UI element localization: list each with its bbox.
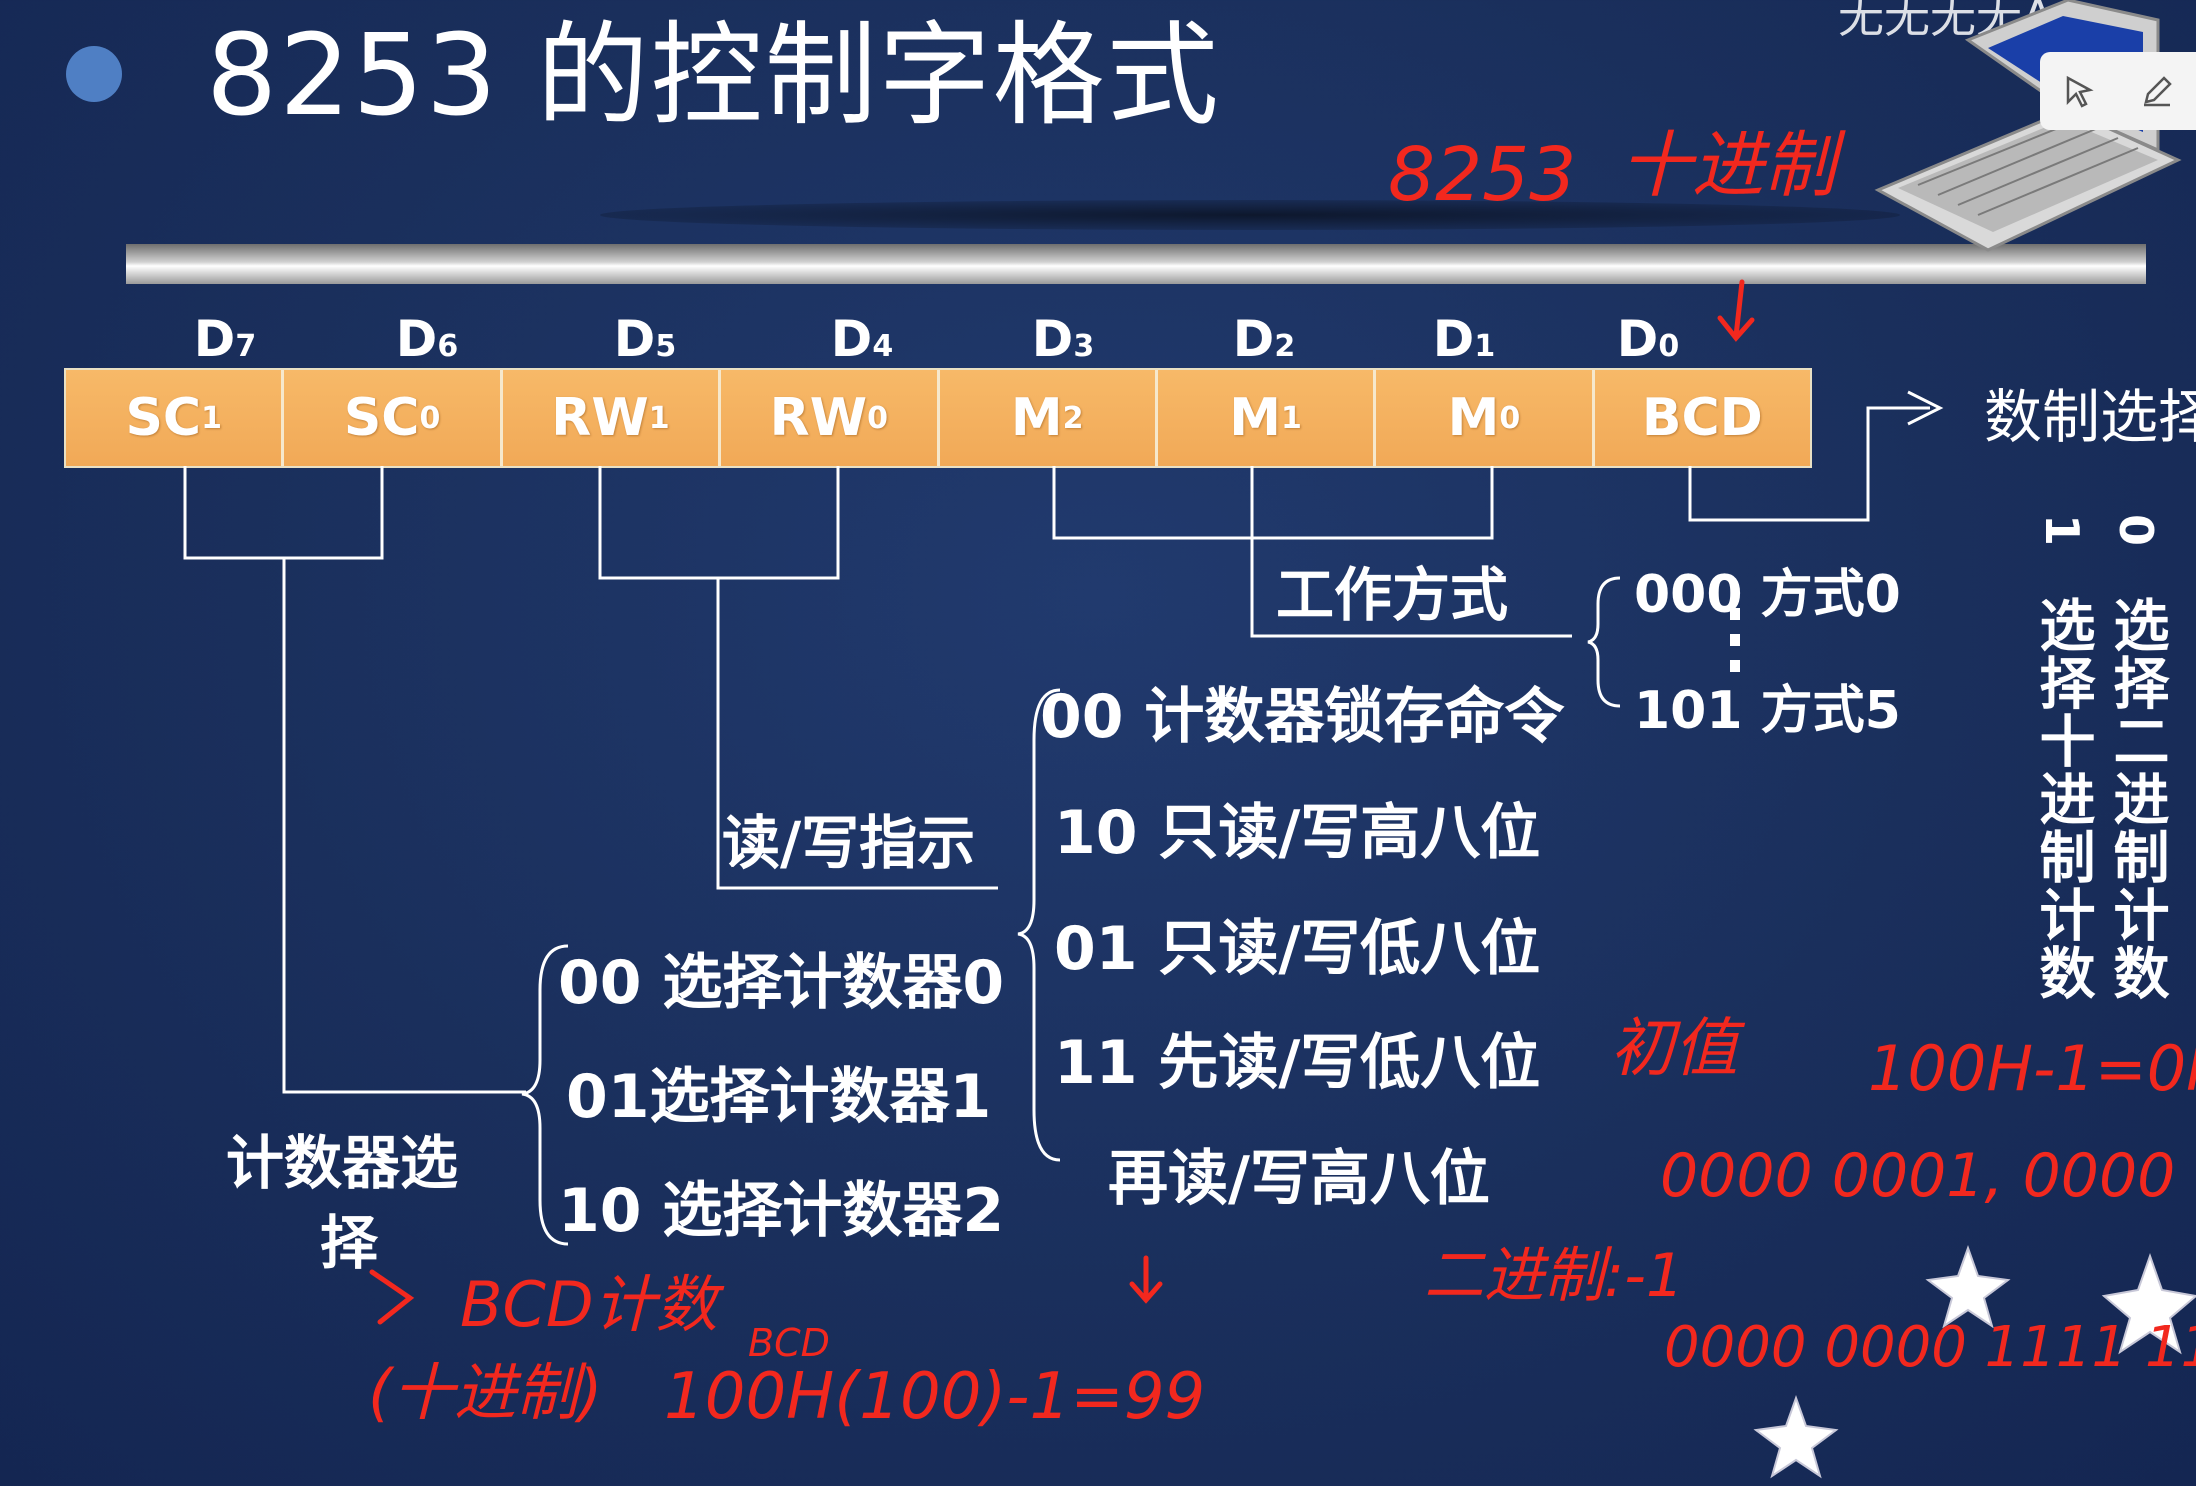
annotation-8253: 8253 xyxy=(1388,132,1576,218)
counter-select-label-line2: 择 xyxy=(320,1209,379,1277)
mode-option-last: 101 方式5 xyxy=(1634,681,1901,741)
bit-label-d5: D5 xyxy=(613,310,677,368)
number-system-label: 数制选择 xyxy=(1984,383,2196,451)
bcd-option-zero-digit: 0 xyxy=(2109,514,2163,549)
register-cell-bcd: BCD xyxy=(1594,370,1810,466)
counter-option-1: 01选择计数器1 xyxy=(566,1062,992,1132)
rw-option-latch: 00 计数器锁存命令 xyxy=(1040,682,1565,752)
divider-shadow xyxy=(600,200,1900,230)
annotation-arrow-down-99 xyxy=(1129,1255,1163,1304)
counter-option-2: 10 选择计数器2 xyxy=(558,1176,1005,1246)
bit-label-d1: D1 xyxy=(1432,310,1496,368)
annotation-bcd-formula: 100H(100)-1=99 xyxy=(664,1360,1205,1434)
rw-option-then-high: 再读/写高八位 xyxy=(1108,1144,1490,1214)
counter-option-0: 00 选择计数器0 xyxy=(558,948,1005,1018)
rw-option-low-then-high: 11 先读/写低八位 xyxy=(1054,1028,1541,1098)
annotation-binary-value-1: 0000 0001, 0000 0000 xyxy=(1660,1141,2196,1211)
bit-label-d0: D0 xyxy=(1616,310,1680,368)
annotation-arrow-d0 xyxy=(1717,279,1755,342)
bcd-option-one-text: 选择十进制计数 xyxy=(2030,596,2095,1002)
slide-title: 8253 的控制字格式 xyxy=(206,11,1221,141)
rw-option-high: 10 只读/写高八位 xyxy=(1054,798,1541,868)
title-divider-bar xyxy=(126,244,2146,284)
pointer-icon[interactable] xyxy=(2054,66,2104,116)
annotation-bcd-count: BCD计数 xyxy=(460,1268,725,1341)
bit-label-d7: D7 xyxy=(193,310,257,368)
bit-label-d4: D4 xyxy=(830,310,894,368)
rw-option-low: 01 只读/写低八位 xyxy=(1054,914,1541,984)
bit-label-d2: D2 xyxy=(1232,310,1296,368)
annotation-decimal-paren: (十进制) xyxy=(368,1356,602,1429)
annotation-hex-formula: 100H-1=0FFH xyxy=(1868,1032,2196,1105)
annotation-arrow-bcd xyxy=(369,1269,415,1325)
bit-label-d6: D6 xyxy=(395,310,459,368)
floating-toolbar xyxy=(2040,52,2196,130)
counter-select-label-line1: 计数器选 xyxy=(226,1129,459,1197)
mode-option-first: 000 方式0 xyxy=(1634,565,1901,625)
work-mode-label: 工作方式 xyxy=(1276,561,1509,629)
annotation-binary-value-2: 0000 0000 1111 1111 xyxy=(1664,1315,2196,1380)
annotation-decimal: 十进制 xyxy=(1620,123,1846,207)
rw-indicator-label: 读/写指示 xyxy=(722,809,976,877)
annotation-bcd-super: BCD xyxy=(748,1321,830,1365)
pen-icon[interactable] xyxy=(2132,66,2182,116)
bit-label-d3: D3 xyxy=(1031,310,1095,368)
annotation-initial-value: 初值 xyxy=(1610,1012,1746,1086)
annotation-binary-minus-one: 二进制:-1 xyxy=(1424,1241,1684,1311)
title-bullet xyxy=(66,46,122,102)
bcd-option-zero-text: 选择二进制计数 xyxy=(2104,596,2169,1002)
bcd-option-one-digit: 1 xyxy=(2035,514,2089,549)
